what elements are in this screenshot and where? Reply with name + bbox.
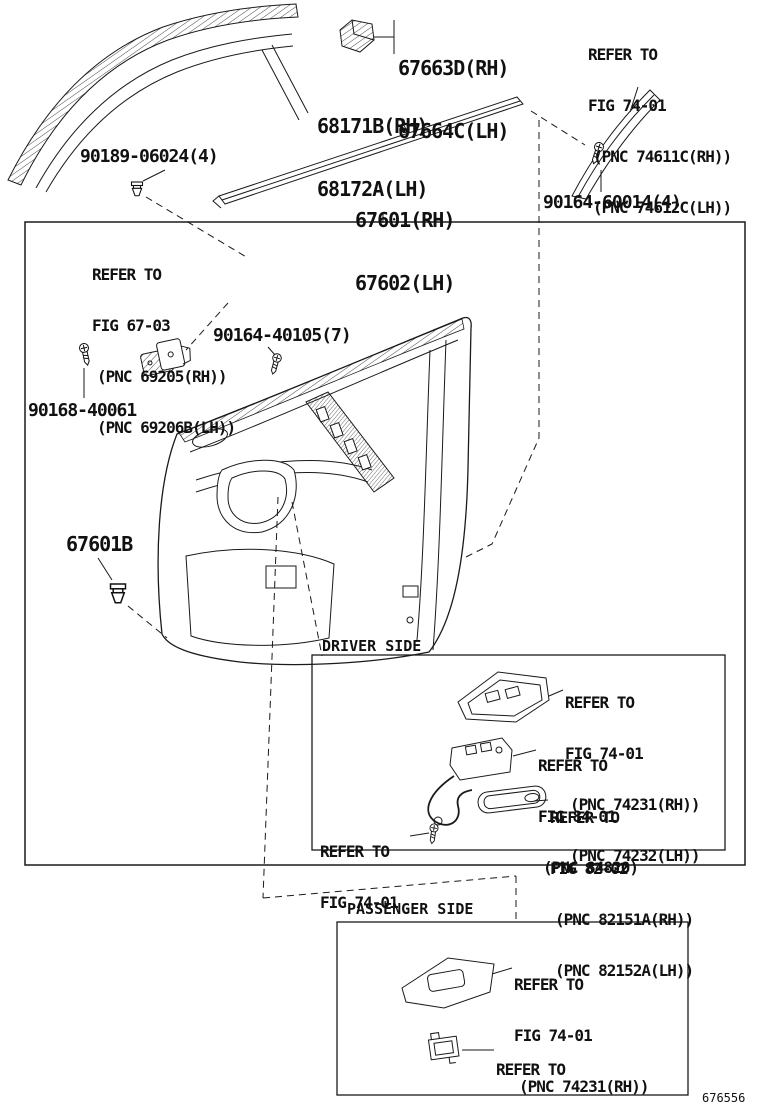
dashed-locator-lines xyxy=(465,120,540,558)
ref-line: REFER TO xyxy=(514,975,584,994)
fig-67-03-bracket-art xyxy=(140,302,229,377)
part-number: 67663D(RH) xyxy=(398,56,509,80)
ref-line: FIG 74-01 xyxy=(514,1026,593,1045)
ref-line: REFER TO xyxy=(496,1060,566,1079)
part-label-67601b: 67601B xyxy=(66,532,133,556)
part-number: 68171B(RH) xyxy=(317,114,428,138)
ref-line: REFER TO xyxy=(538,756,608,775)
driver-side-caption: DRIVER SIDE xyxy=(322,637,422,655)
ref-line: REFER TO xyxy=(92,265,162,284)
ref-line: FIG 67-03 xyxy=(92,316,171,335)
ref-line: (PNC 74612C(LH)) xyxy=(593,198,732,217)
ref-fig-74-01-driver-bezel: REFER TO FIG 74-01 (PNC 74231(RH)) (PNC … xyxy=(565,660,700,881)
clip-90189-icon xyxy=(130,169,249,259)
ref-fig-74-01-driver-screw: REFER TO FIG 74-01 xyxy=(320,809,399,928)
ref-line: (PNC 69206B(LH)) xyxy=(97,418,236,437)
belt-molding-art xyxy=(212,96,524,223)
part-label-67663: 67663D(RH) 67664C(LH) xyxy=(398,16,509,163)
part-number: 68172A(LH) xyxy=(317,177,428,201)
window-frame-art xyxy=(7,3,309,193)
corner-bracket-art xyxy=(339,19,395,54)
ref-line: (PNC 82152A(LH)) xyxy=(555,961,694,980)
ref-line: (PNC 74231(RH)) xyxy=(570,795,700,814)
ref-line: (PNC 74232(LH)) xyxy=(570,846,700,865)
part-number: 67664C(LH) xyxy=(398,119,509,143)
ref-line: REFER TO xyxy=(320,842,390,861)
screw-90168-icon xyxy=(78,342,93,398)
driver-switch-art xyxy=(449,737,537,781)
ref-fig-84-01-driver: REFER TO FIG 84-01 (PNC 84820) xyxy=(538,723,639,893)
part-number: 67602(LH) xyxy=(355,271,455,295)
passenger-side-box xyxy=(336,921,689,1096)
ref-line: FIG 74-01 xyxy=(565,744,644,763)
part-label-90164-60014: 90164-60014(4) xyxy=(543,192,682,213)
driver-side-box xyxy=(311,654,726,851)
driver-screw-icon xyxy=(409,822,440,845)
part-number: 67601(RH) xyxy=(355,208,455,232)
part-label-90164-40105: 90164-40105(7) xyxy=(213,325,352,346)
ref-fig-82-02-driver: REFER TO FIG 82-02 (PNC 82151A(RH)) (PNC… xyxy=(550,775,694,996)
ref-line: (PNC 82151A(RH)) xyxy=(555,910,694,929)
clip-67601b-icon xyxy=(97,557,168,639)
ref-line: (PNC 74611C(RH)) xyxy=(593,147,732,166)
ref-line: (PNC 69205(RH)) xyxy=(97,367,228,386)
door-trim-panel-art xyxy=(157,316,517,920)
part-label-90189: 90189-06024(4) xyxy=(80,146,219,167)
ref-line: FIG 84-01 xyxy=(538,807,617,826)
ref-line: REFER TO xyxy=(565,693,635,712)
passenger-switch-bezel-art xyxy=(401,957,513,1009)
screw-90164-40105-icon xyxy=(267,346,283,376)
driver-switch-bezel-art xyxy=(457,671,564,723)
driver-cable-handle-art xyxy=(427,775,549,826)
ref-fig-67-03: REFER TO FIG 67-03 (PNC 69205(RH)) (PNC … xyxy=(92,232,236,453)
passenger-switch-art xyxy=(427,1032,494,1064)
ref-fig-84-01-passenger: REFER TO FIG 84-01 (PNC 84810) xyxy=(496,1027,596,1112)
part-label-90168: 90168-40061 xyxy=(28,400,137,421)
ref-fig-74-01-passenger: REFER TO FIG 74-01 (PNC 74231(RH)) (PNC … xyxy=(514,942,649,1112)
passenger-side-caption: PASSENGER SIDE xyxy=(347,900,474,918)
diagram-code: 676556 xyxy=(702,1091,746,1105)
pillar-trim-art xyxy=(571,86,661,200)
part-label-67601: 67601(RH) 67602(LH) xyxy=(355,168,455,315)
ref-line: FIG 74-01 xyxy=(588,96,667,115)
ref-line: FIG 82-02 xyxy=(550,859,629,878)
ref-fig-74-01-top: REFER TO FIG 74-01 (PNC 74611C(RH)) (PNC… xyxy=(588,12,732,233)
main-assembly-box xyxy=(24,221,746,866)
ref-line: (PNC 84820) xyxy=(543,858,639,877)
part-label-68171: 68171B(RH) 68172A(LH) xyxy=(317,74,428,221)
screw-90164-60014-icon xyxy=(530,110,606,192)
ref-line: FIG 74-01 xyxy=(320,893,399,912)
ref-line: (PNC 74231(RH)) xyxy=(519,1077,649,1096)
ref-line: REFER TO xyxy=(588,45,658,64)
ref-line: REFER TO xyxy=(550,808,620,827)
